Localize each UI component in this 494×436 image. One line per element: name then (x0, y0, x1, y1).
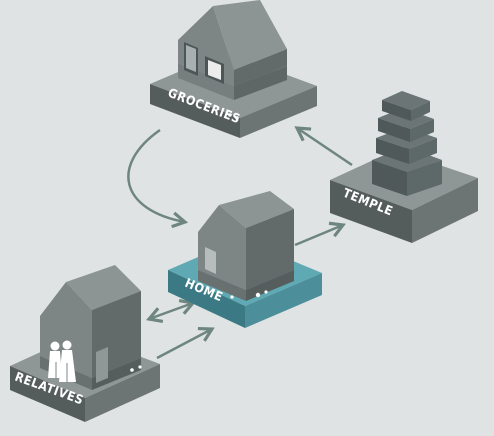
people-icon (48, 340, 76, 382)
groceries-node: GROCERIES (150, 0, 317, 138)
house-with-people-icon (40, 265, 141, 390)
shop-house-icon (178, 0, 287, 100)
connector-arrows (127, 126, 353, 360)
arrow-home-to-temple (294, 221, 346, 247)
stacked-temple-icon (372, 91, 442, 196)
house-icon (198, 191, 294, 301)
relatives-node: RELATIVES (10, 265, 160, 422)
arrow-temple-to-groceries (294, 126, 353, 167)
arrow-groceries-to-home (127, 128, 189, 229)
home-node: HOME (168, 191, 322, 328)
arrow-relatives-to-home (156, 326, 215, 360)
arrow-home-to-relatives-two-way (146, 299, 196, 323)
temple-node: TEMPLE (330, 91, 478, 243)
